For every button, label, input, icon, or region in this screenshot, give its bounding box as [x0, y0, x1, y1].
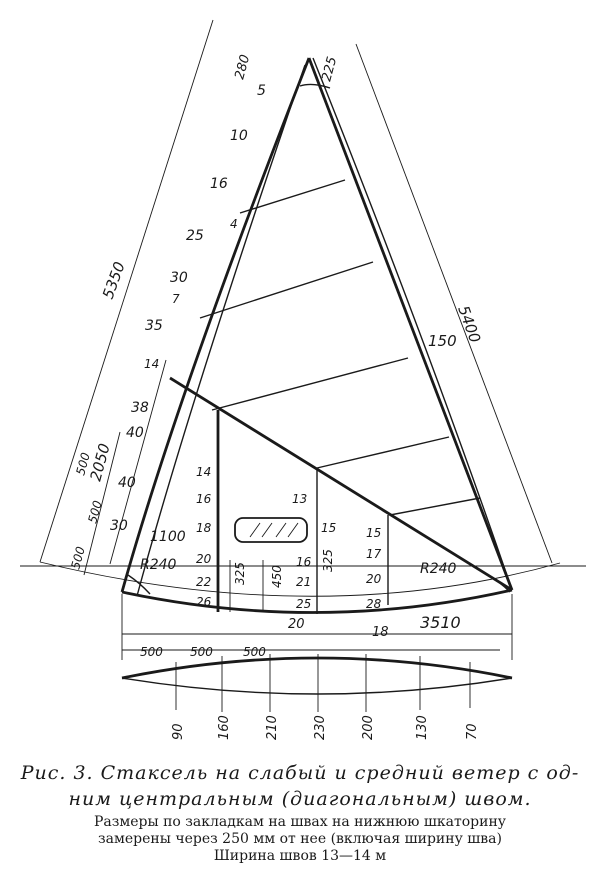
seam-tuck-left: 20 [196, 552, 212, 566]
luff-tuck-label: 5 [257, 83, 266, 99]
tack-arc [127, 574, 151, 595]
seam-spacing-c: 500 [68, 545, 88, 571]
head-luff-offset-label: 280 [232, 53, 253, 81]
caption-line-1: Рис. 3. Стаксель на слабый и средний вет… [20, 762, 580, 784]
gap-20-label: 20 [288, 617, 305, 632]
sail-drawing: 5350 5400 3510 280 225 150 2050 R240 R24… [20, 19, 586, 740]
dimension-lines [20, 19, 586, 660]
foot-seg-1-label: 500 [140, 645, 163, 659]
luff-edge [120, 57, 311, 593]
luff-tuck-label: 40 [126, 425, 144, 441]
seam-4 [316, 436, 450, 469]
foot-round-label: 210 [265, 715, 280, 740]
figure-caption: Рис. 3. Стаксель на слабый и средний вет… [0, 760, 600, 812]
inner-450-label: 450 [270, 565, 284, 588]
seam-tuck-mid: 25 [296, 597, 311, 611]
seam-tuck-left: 16 [196, 492, 212, 506]
foot-length-label: 3510 [420, 613, 461, 632]
luff-tuck-label: 35 [145, 318, 163, 334]
radius-clew-label: R240 [420, 561, 457, 577]
foot-round-label: 160 [217, 715, 232, 740]
seam-spacing-b: 500 [85, 499, 105, 525]
seam-tuck-mid: 16 [296, 555, 312, 569]
gap-18-label: 18 [372, 625, 389, 640]
foot-seg-2-label: 500 [190, 645, 213, 659]
note-line-3: Ширина швов 13—14 м [213, 848, 387, 864]
seam-tuck-left: 22 [196, 575, 211, 589]
leech-edge [307, 57, 514, 591]
seam-tuck-labels: 14 16 18 20 22 26 13 15 16 21 25 15 17 2… [196, 465, 382, 611]
seam-3 [211, 357, 409, 411]
head-arc [299, 83, 331, 89]
foot-round [121, 654, 513, 712]
foot-curve-bottom [121, 677, 513, 695]
outer-arc [39, 561, 561, 597]
seam-tuck-left: 18 [196, 521, 212, 535]
seam-5 [389, 497, 481, 516]
inner-325-label: 325 [233, 562, 247, 585]
foot-round-label: 70 [465, 723, 480, 740]
foot-round-label: 200 [361, 715, 376, 740]
luff-length-label: 5350 [99, 259, 129, 301]
luff-dim-line [39, 19, 214, 563]
luff-tuck-labels: 5 10 16 4 25 30 7 35 14 38 40 40 30 [110, 83, 266, 534]
luff-tuck-label: 25 [186, 228, 204, 244]
seam-tuck-right: 20 [366, 572, 382, 586]
caption-line-2: ним центральным (диагональным) швом. [68, 788, 532, 810]
seam-spacing-a: 500 [73, 451, 93, 477]
luff-tuck-label: 30 [170, 270, 188, 286]
seam-tuck-left: 26 [196, 595, 212, 609]
foot-seg-3-label: 500 [243, 645, 266, 659]
foot-round-label: 130 [415, 715, 430, 740]
foot-round-label: 230 [313, 715, 328, 740]
sail-window [234, 517, 308, 543]
lower-dim-1 [83, 431, 121, 576]
inner-325b-label: 325 [321, 549, 335, 572]
luff-tape [136, 64, 306, 597]
luff-tuck-label: 30 [110, 518, 128, 534]
note-line-1: Размеры по закладкам на швах на нижнюю ш… [93, 814, 507, 830]
seam-tuck-right: 28 [366, 597, 382, 611]
figure-note: Размеры по закладкам на швах на нижнюю ш… [0, 814, 600, 865]
diagonal-seam [169, 376, 513, 592]
foot-round-label: 90 [171, 723, 186, 740]
luff-tuck-label: 40 [118, 475, 136, 491]
lower-dim-2 [109, 359, 167, 565]
luff-tuck-label: 38 [131, 400, 149, 416]
radius-tack-label: R240 [140, 557, 177, 573]
seam-tuck-mid: 15 [321, 521, 336, 535]
seam-tuck-mid: 21 [296, 575, 311, 589]
luff-tuck-label: 10 [230, 128, 248, 144]
luff-tuck-label: 14 [144, 357, 159, 371]
luff-tuck-label: 4 [230, 217, 238, 231]
foot-round-labels: 90 160 210 230 200 130 70 [171, 715, 480, 740]
leech-dim-line [355, 43, 553, 564]
foot-curve-top [121, 656, 513, 680]
seam-tuck-right: 17 [366, 547, 382, 561]
luff-tuck-label: 7 [172, 292, 180, 306]
seam-tuck-mid: 13 [292, 492, 307, 506]
luff-tuck-label: 16 [210, 176, 228, 192]
seam-tuck-left: 14 [196, 465, 211, 479]
seam-tuck-right: 15 [366, 526, 381, 540]
note-line-2: замерены через 250 мм от нее (включая ши… [97, 831, 502, 847]
leech-length-label: 5400 [454, 303, 484, 345]
seams [169, 179, 513, 614]
leech-round-label: 150 [428, 332, 457, 350]
seam-1 [239, 179, 346, 214]
window-height-label: 1100 [150, 529, 186, 545]
seam-2 [199, 261, 374, 319]
head-leech-offset-label: 225 [319, 55, 340, 83]
leech-round [312, 57, 513, 591]
